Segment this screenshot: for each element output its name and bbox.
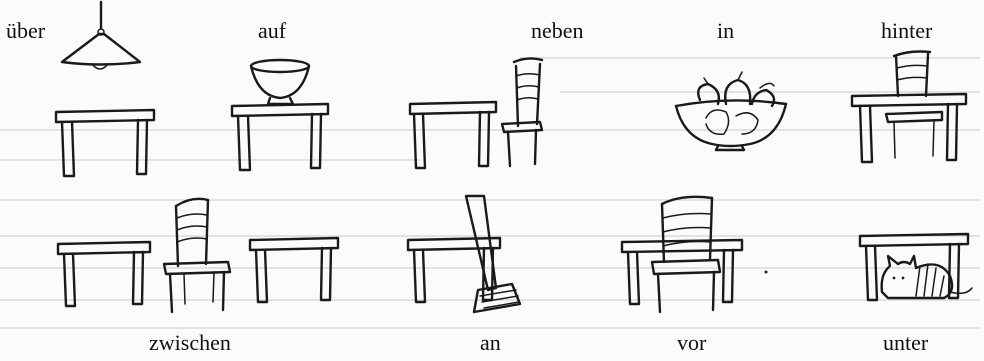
- table-icon: [232, 104, 328, 170]
- bowl-icon: [676, 100, 786, 150]
- chair-beside-table-illustration: [410, 58, 542, 168]
- fruit-icon: [698, 72, 774, 134]
- chair-behind-table-illustration: [852, 52, 966, 163]
- table-icon: [408, 238, 500, 302]
- broom-against-table-illustration: [408, 196, 520, 312]
- chair-icon: [502, 58, 542, 166]
- table-icon: [56, 110, 154, 176]
- bowl-on-table-illustration: [232, 60, 328, 170]
- ink-dot: [765, 271, 768, 274]
- lamp-above-table-illustration: [56, 2, 154, 176]
- chair-icon: [886, 52, 942, 123]
- chair-icon: [164, 199, 230, 312]
- table-icon: [852, 94, 966, 162]
- chair-icon: [652, 197, 720, 312]
- bowl-icon: [251, 60, 309, 104]
- table-icon: [410, 102, 496, 168]
- right-table-icon: [250, 238, 338, 302]
- fruit-in-bowl-illustration: [676, 72, 786, 150]
- left-table-icon: [58, 242, 150, 306]
- chair-between-tables-illustration: [58, 199, 338, 312]
- cat-under-table-illustration: [860, 234, 972, 300]
- chair-in-front-of-table-illustration: [622, 197, 768, 312]
- lamp-icon: [62, 2, 140, 69]
